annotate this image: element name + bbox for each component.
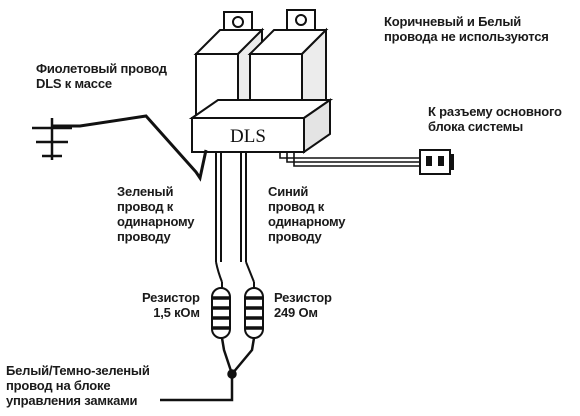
blue-wire-line-3: одинарному (268, 214, 346, 229)
lock-wire-line-3: управления замками (6, 393, 138, 408)
lock-wire-line-1: Белый/Темно-зеленый (6, 363, 150, 378)
resistor-right-line-2: 249 Ом (274, 305, 318, 320)
ground-symbol (32, 118, 72, 160)
resistor-right-note: Резистор 249 Ом (274, 290, 332, 320)
blue-wire-line-4: проводу (268, 229, 322, 244)
green-wire (215, 152, 223, 283)
resistor-left-line-2: 1,5 кОм (153, 305, 200, 320)
green-wire-line-3: одинарному (117, 214, 195, 229)
resistor-right-line-1: Резистор (274, 290, 332, 305)
lock-wire (160, 337, 256, 402)
resistor-left-note: Резистор 1,5 кОм (142, 290, 200, 320)
unused-wires-line-1: Коричневый и Белый (384, 14, 522, 29)
main-unit-wires (279, 152, 420, 167)
lock-wire-line-2: провод на блоке (6, 378, 111, 393)
main-unit-connector (419, 149, 454, 175)
green-wire-line-2: провод к (117, 199, 174, 214)
resistor-left-line-1: Резистор (142, 290, 200, 305)
green-wire-line-1: Зеленый (117, 184, 174, 199)
module-label: DLS (230, 126, 266, 147)
blue-wire-note: Синий провод к одинарному проводу (268, 184, 346, 244)
blue-wire-line-1: Синий (268, 184, 309, 199)
unused-wires-line-2: провода не используются (384, 29, 549, 44)
main-unit-line-2: блока системы (428, 119, 524, 134)
lock-wire-note: Белый/Темно-зеленый провод на блоке упра… (6, 363, 150, 408)
violet-wire-note: Фиолетовый провод DLS к массе (36, 61, 167, 91)
green-wire-line-4: проводу (117, 229, 171, 244)
resistor-right (244, 282, 264, 339)
violet-wire-line-1: Фиолетовый провод (36, 61, 167, 76)
unused-wires-note: Коричневый и Белый провода не используют… (384, 14, 549, 44)
resistor-left (211, 282, 231, 339)
main-unit-line-1: К разъему основного (428, 104, 562, 119)
green-wire-note: Зеленый провод к одинарному проводу (117, 184, 195, 244)
violet-wire-line-2: DLS к массе (36, 76, 112, 91)
dls-module: DLS (188, 98, 334, 154)
main-unit-note: К разъему основного блока системы (428, 104, 562, 134)
violet-wire (52, 114, 208, 182)
blue-wire-line-2: провод к (268, 199, 325, 214)
blue-wire (240, 152, 255, 283)
